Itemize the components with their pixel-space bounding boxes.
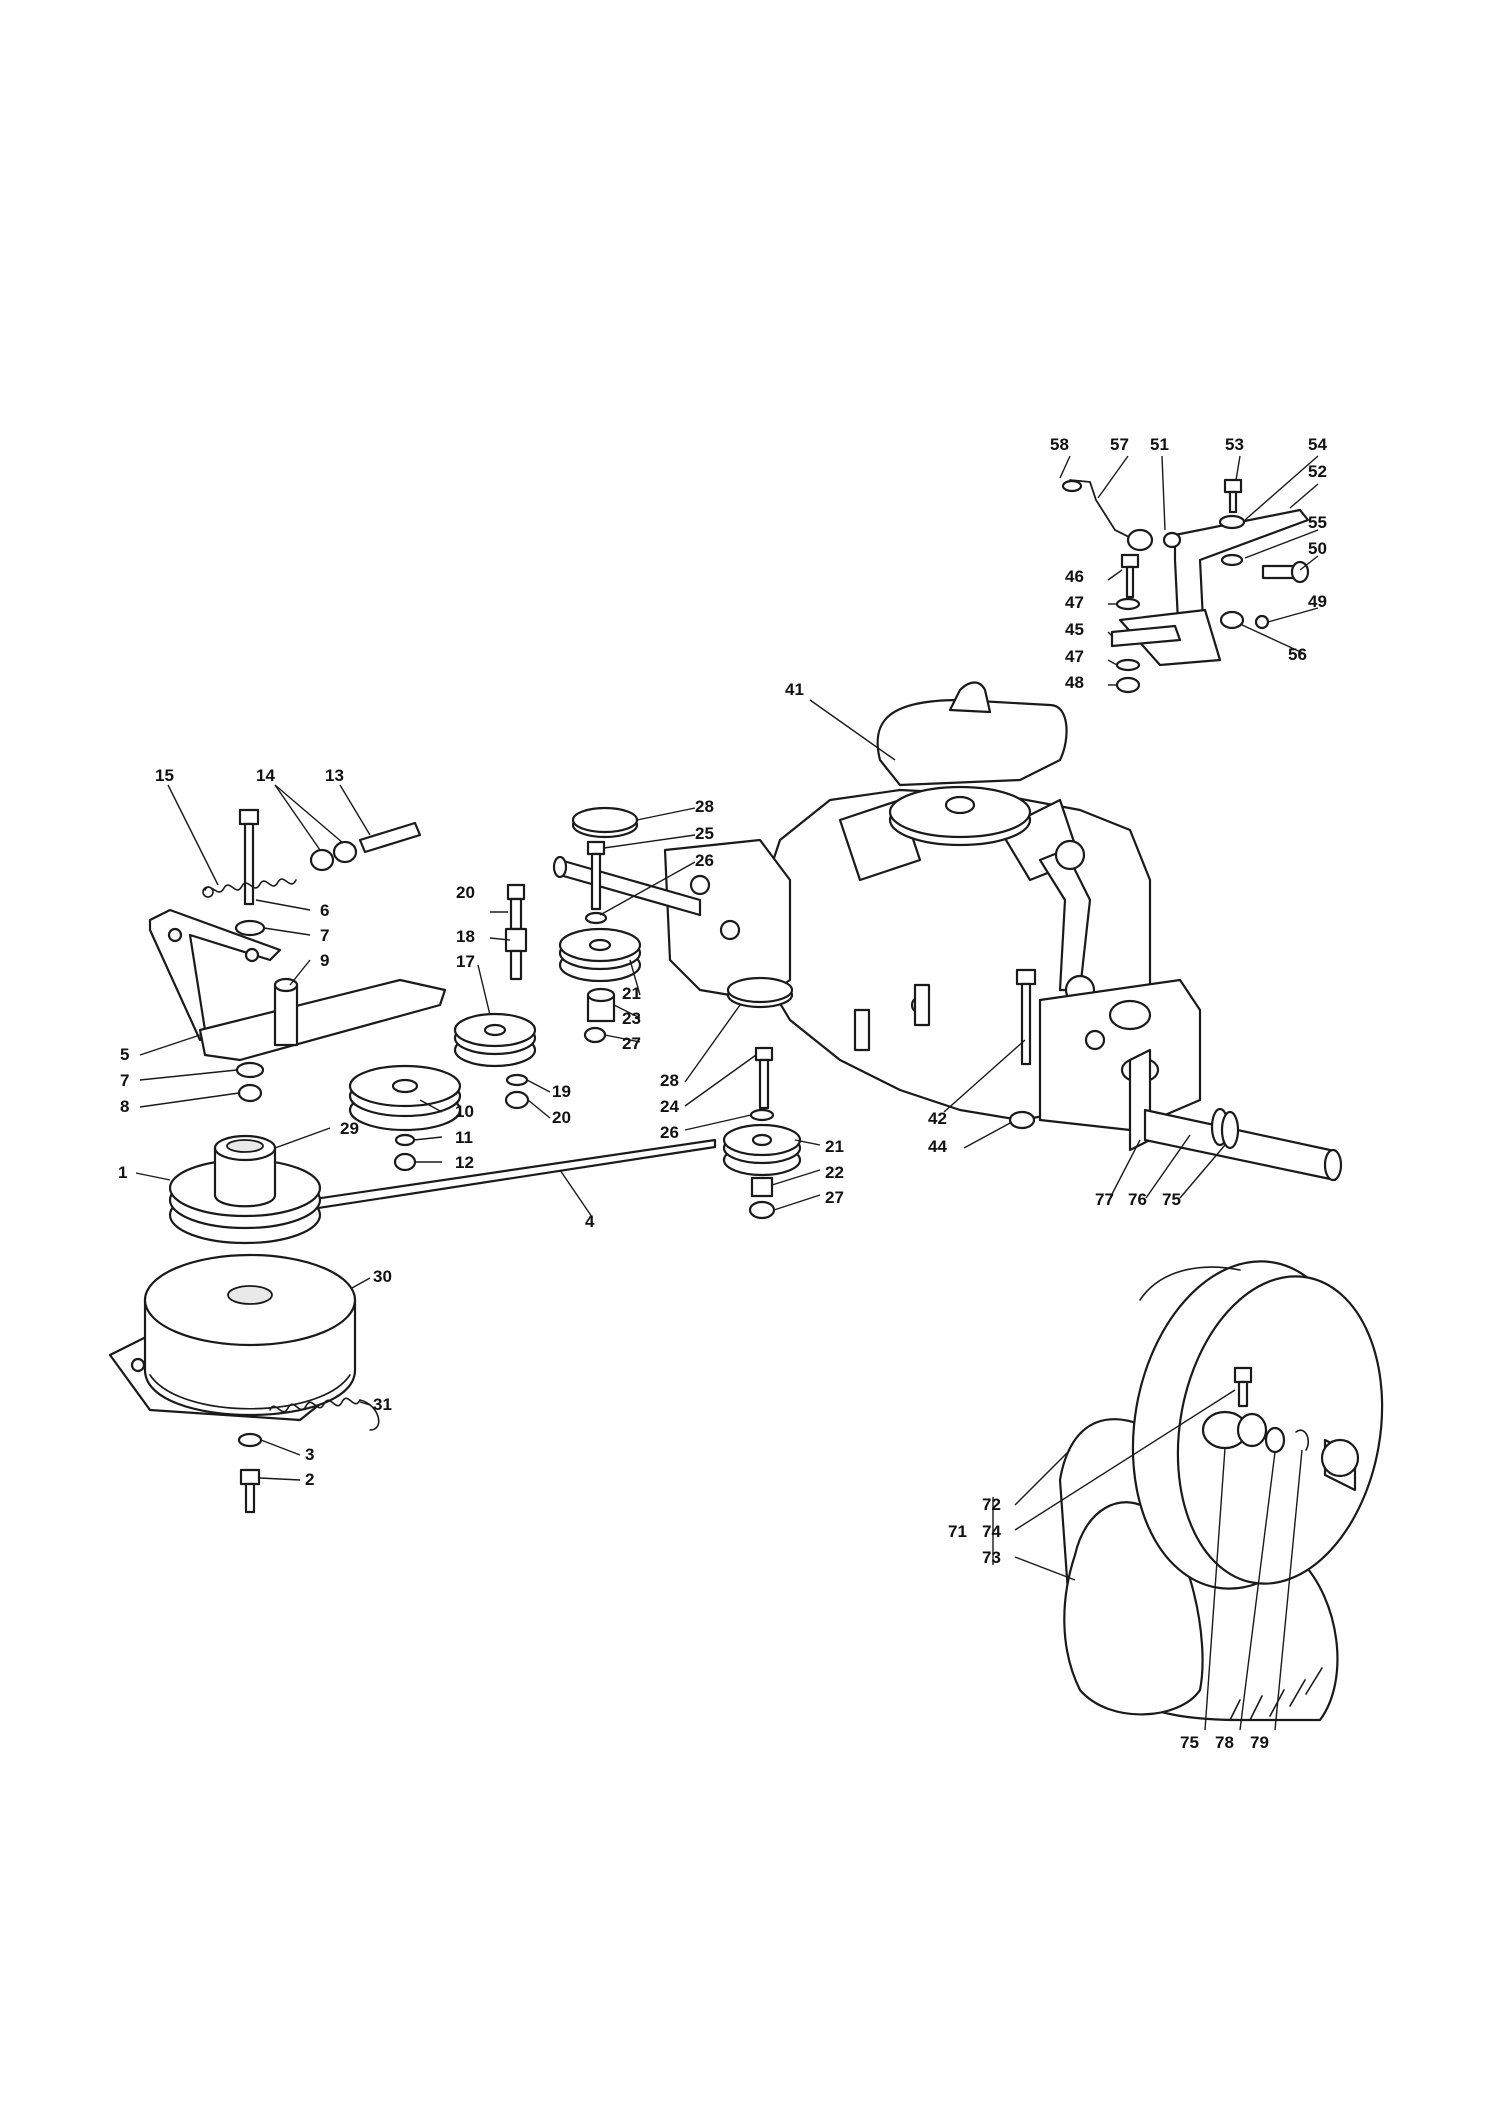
transaxle-assembly [552,681,1343,1182]
callout-71: 71 [948,1522,967,1541]
callout-8: 8 [120,1097,129,1116]
callout-11: 11 [455,1128,473,1147]
callout-13: 13 [325,766,344,785]
callout-53: 53 [1225,435,1244,454]
callout-44: 44 [928,1137,947,1156]
leader-lines [135,455,1319,1731]
callout-4: 4 [585,1212,595,1231]
callout-25: 25 [695,824,714,843]
callout-28-upper: 28 [695,797,714,816]
pto-clutch-assembly [108,1253,380,1514]
callout-54: 54 [1308,435,1327,454]
callout-47-lower: 47 [1065,647,1084,666]
callout-58: 58 [1050,435,1069,454]
idler-pulleys [453,806,802,1220]
callout-29: 29 [340,1119,359,1138]
callout-49: 49 [1308,592,1327,611]
callout-52: 52 [1308,462,1327,481]
shift-linkage-assembly [1061,478,1310,694]
callout-72: 72 [982,1495,1001,1514]
callout-9: 9 [320,951,329,970]
callout-23: 23 [622,1009,641,1028]
callout-74: 74 [982,1522,1001,1541]
callout-55: 55 [1308,513,1327,532]
callout-5: 5 [120,1045,129,1064]
callout-46: 46 [1065,567,1084,586]
callout-78: 78 [1215,1733,1234,1752]
callout-76: 76 [1128,1190,1147,1209]
rear-wheel-assembly [1058,1260,1384,1722]
drive-pulley-belt [168,1134,717,1245]
callout-12: 12 [455,1153,474,1172]
callout-45: 45 [1065,620,1084,639]
callout-21-lower: 21 [825,1137,844,1156]
callout-20-lower: 20 [552,1108,571,1127]
callout-50: 50 [1308,539,1327,558]
callout-42: 42 [928,1109,947,1128]
callout-6: 6 [320,901,329,920]
callout-56: 56 [1288,645,1307,664]
callout-26-upper: 26 [695,851,714,870]
callout-14: 14 [256,766,275,785]
callout-77: 77 [1095,1190,1114,1209]
callout-7-upper: 7 [320,926,329,945]
callout-75-wheel: 75 [1180,1733,1199,1752]
callout-27-lower: 27 [825,1188,844,1207]
callout-labels: 58 57 51 53 54 52 55 50 49 56 46 47 45 4… [118,435,1327,1752]
callout-24: 24 [660,1097,679,1116]
callout-20-upper: 20 [456,883,475,902]
callout-2: 2 [305,1470,314,1489]
callout-57: 57 [1110,435,1129,454]
callout-28-lower: 28 [660,1071,679,1090]
callout-79: 79 [1250,1733,1269,1752]
callout-73: 73 [982,1548,1001,1567]
callout-30: 30 [373,1267,392,1286]
callout-18: 18 [456,927,475,946]
callout-51: 51 [1150,435,1169,454]
callout-15: 15 [155,766,174,785]
callout-41: 41 [785,680,804,699]
callout-3: 3 [305,1445,314,1464]
callout-47-upper: 47 [1065,593,1084,612]
callout-27-upper: 27 [622,1034,641,1053]
callout-10: 10 [455,1102,474,1121]
tensioner-arm-assembly [148,808,462,1172]
callout-22: 22 [825,1163,844,1182]
callout-19: 19 [552,1082,571,1101]
callout-7-lower: 7 [120,1071,129,1090]
callout-21-upper: 21 [622,984,641,1003]
callout-26-lower: 26 [660,1123,679,1142]
callout-48: 48 [1065,673,1084,692]
callout-17: 17 [456,952,475,971]
callout-75-axle: 75 [1162,1190,1181,1209]
callout-1: 1 [118,1163,127,1182]
callout-31: 31 [373,1395,392,1414]
